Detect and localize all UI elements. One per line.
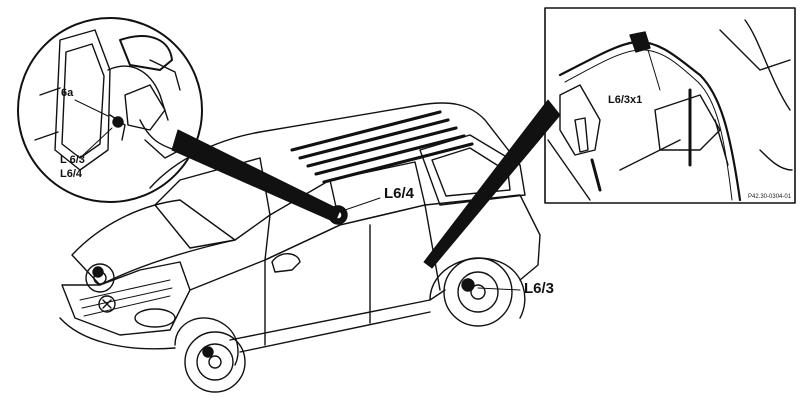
- inset-left-connector: [171, 129, 341, 223]
- inset-right-connector: [423, 99, 561, 269]
- label-l6-3x1: L6/3x1: [608, 94, 643, 106]
- label-inset-l6-3: L 6/3: [60, 154, 85, 166]
- label-6a: 6a: [61, 87, 74, 99]
- inset-left-detail: [17, 17, 203, 203]
- vehicle-body: [59, 102, 541, 393]
- label-inset-l6-4: L6/4: [60, 168, 83, 180]
- label-l6-3: L6/3: [524, 280, 555, 297]
- inset-right-detail: [544, 7, 796, 204]
- figure-reference: P42.30-0304-01: [748, 194, 792, 200]
- label-l6-4: L6/4: [384, 185, 415, 202]
